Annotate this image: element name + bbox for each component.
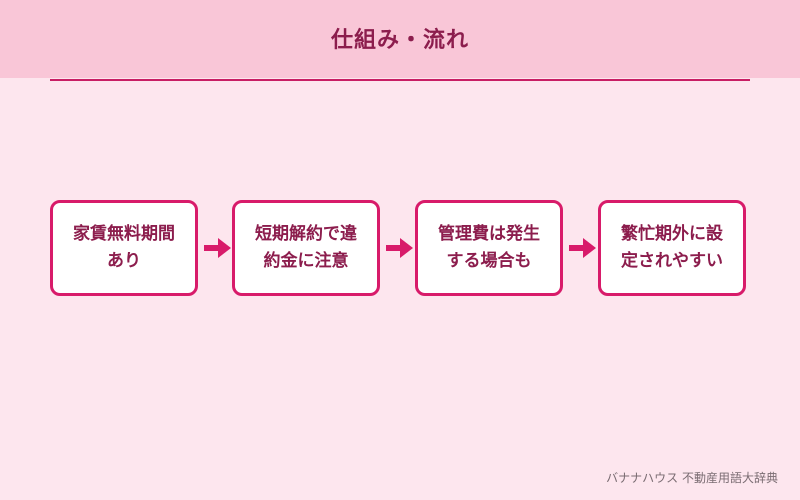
flow-step-3-line-2: する場合も [446, 251, 532, 271]
flow-step-1-line-2: あり [107, 251, 141, 271]
arrow-right-icon [386, 238, 413, 258]
page-title: 仕組み・流れ [330, 28, 469, 53]
flow-step-1-line-1: 家賃無料期間 [73, 224, 175, 244]
arrow-right-icon [204, 238, 231, 258]
flow-step-2: 短期解約で違 約金に注意 [232, 200, 380, 296]
flow-step-1: 家賃無料期間 あり [50, 200, 198, 296]
flow-step-4: 繁忙期外に設 定されやすい [598, 200, 746, 296]
header-divider [50, 79, 750, 81]
flow-step-2-line-2: 約金に注意 [263, 251, 349, 271]
arrow-right-icon [569, 238, 596, 258]
flow-step-4-line-2: 定されやすい [621, 251, 723, 271]
flow-diagram: 家賃無料期間 あり 短期解約で違 約金に注意 管理費は発生 する場合も 繁忙期外… [50, 200, 752, 300]
flow-step-3-line-1: 管理費は発生 [438, 224, 540, 244]
header-bar: 仕組み・流れ [0, 0, 800, 78]
flow-step-3: 管理費は発生 する場合も [415, 200, 563, 296]
flow-step-2-line-1: 短期解約で違 [255, 224, 357, 244]
footer-credit: バナナハウス 不動産用語大辞典 [606, 471, 778, 485]
flow-step-4-line-1: 繁忙期外に設 [621, 224, 723, 244]
